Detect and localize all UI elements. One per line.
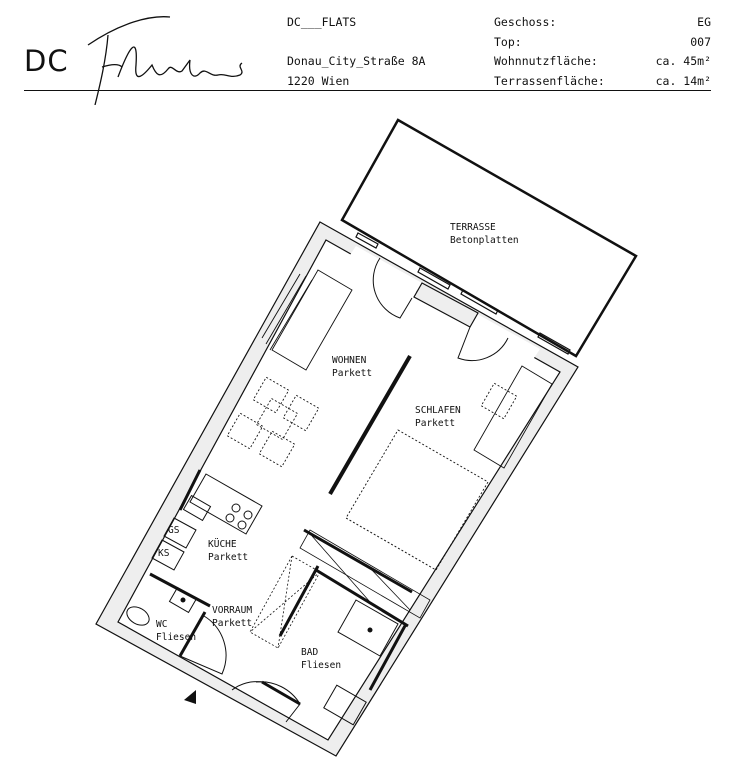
label-ks: KS [158, 548, 170, 559]
info-label-terrassenflaeche: Terrassenfläche: [494, 74, 605, 88]
wc-fixtures [126, 586, 198, 626]
info-label-wohnnutzflaeche: Wohnnutzfläche: [494, 54, 598, 68]
label-schlafen-floor: Parkett [415, 418, 455, 429]
bad-fixtures [323, 599, 399, 726]
terrace-window-markers [355, 232, 571, 355]
label-bad-floor: Fliesen [301, 660, 341, 671]
vorraum-wardrobe [249, 555, 321, 649]
label-wc-name: WC [156, 619, 167, 630]
label-terrasse-name: TERRASSE [450, 222, 496, 233]
entry-doors [179, 615, 301, 723]
label-terrasse-floor: Betonplatten [450, 235, 519, 246]
info-value-top: 007 [690, 35, 711, 49]
label-wohnen-name: WOHNEN [332, 355, 367, 366]
wohnen-sofa [261, 269, 353, 371]
label-kueche-name: KÜCHE [208, 539, 237, 550]
dining-set [226, 376, 320, 468]
info-label-geschoss: Geschoss: [494, 15, 557, 29]
label-wc-floor: Fliesen [156, 632, 196, 643]
brand-line: DC___FLATS [287, 15, 357, 29]
logo-script-signature [87, 16, 243, 105]
interior-walls [149, 469, 413, 706]
plan-header: DC DC___FLATS Donau_City_Straße 8A 1220 … [0, 0, 733, 105]
kitchen-appliance-boxes [151, 517, 197, 571]
bed [345, 382, 518, 571]
address-city: 1220 Wien [287, 74, 350, 88]
address-street: Donau_City_Straße 8A [287, 54, 426, 68]
partition-wall [328, 354, 412, 496]
label-bad-name: BAD [301, 647, 318, 658]
info-label-top: Top: [494, 35, 522, 49]
info-value-wohnnutzflaeche: ca. 45m² [655, 54, 711, 68]
info-value-terrassenflaeche: ca. 14m² [655, 74, 711, 88]
bad-storage [299, 529, 431, 619]
header-rule [24, 90, 711, 91]
logo-dc-text: DC [24, 44, 69, 78]
info-value-geschoss: EG [697, 15, 711, 29]
terrace-doors [346, 246, 540, 364]
label-wohnen-floor: Parkett [332, 368, 372, 379]
entrance-arrow-icon [184, 690, 196, 704]
label-vorraum-name: VORRAUM [212, 605, 252, 616]
schlafen-wardrobe [473, 365, 553, 469]
label-vorraum-floor: Parkett [212, 618, 252, 629]
label-schlafen-name: SCHLAFEN [415, 405, 461, 416]
kitchen-counter [182, 473, 263, 535]
label-gs: GS [168, 525, 180, 536]
label-kueche-floor: Parkett [208, 552, 248, 563]
